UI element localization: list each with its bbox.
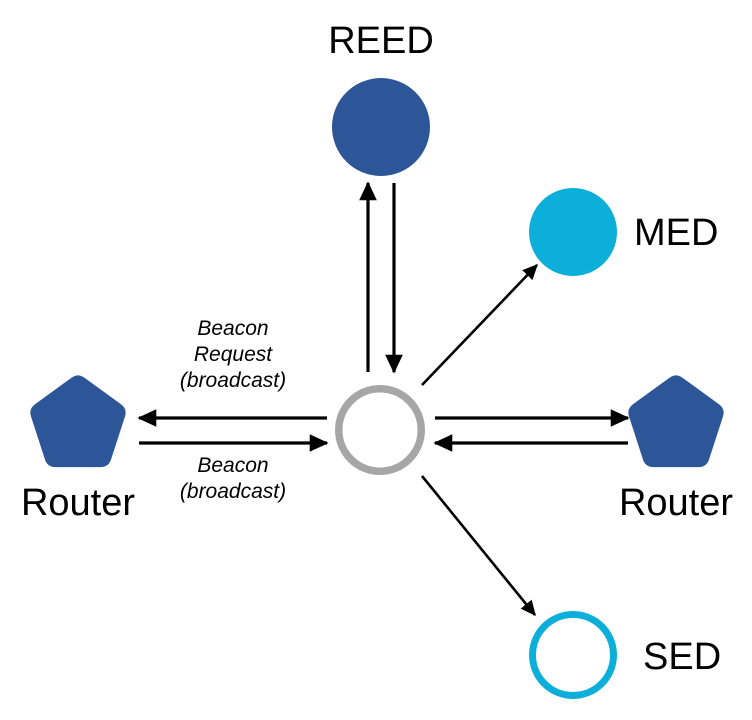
beacon-request-label-line-2: (broadcast) — [180, 369, 286, 392]
router-left-pentagon-icon — [30, 375, 126, 468]
edge-center-to-med — [421, 264, 538, 386]
node-label-sed: SED — [643, 636, 721, 678]
edges-layer — [137, 181, 630, 617]
beacon-label: Beacon (broadcast) — [180, 454, 286, 503]
node-sed[interactable]: SED — [529, 611, 722, 699]
node-joiner-center[interactable] — [335, 385, 425, 475]
beacon-request-label-line-0: Beacon — [197, 317, 268, 340]
node-router-right[interactable]: Router — [619, 375, 733, 524]
beacon-request-label-line-1: Request — [194, 343, 273, 366]
nodes-layer: REED MED SED Router Router — [21, 20, 733, 699]
router-right-pentagon-icon — [628, 375, 724, 468]
node-reed[interactable]: REED — [328, 20, 434, 176]
edge-center-to-sed — [420, 475, 537, 617]
med-circle-icon — [529, 188, 617, 276]
beacon-label-line-0: Beacon — [197, 454, 268, 477]
joiner-center-circle-icon — [335, 385, 425, 475]
sed-circle-icon — [529, 611, 617, 699]
node-label-router-left: Router — [21, 482, 135, 524]
node-label-router-right: Router — [619, 482, 733, 524]
node-label-reed: REED — [328, 20, 434, 62]
node-label-med: MED — [634, 212, 718, 254]
reed-circle-icon — [332, 78, 430, 176]
beacon-label-line-1: (broadcast) — [180, 480, 286, 503]
node-med[interactable]: MED — [529, 188, 718, 276]
node-router-left[interactable]: Router — [21, 375, 135, 524]
